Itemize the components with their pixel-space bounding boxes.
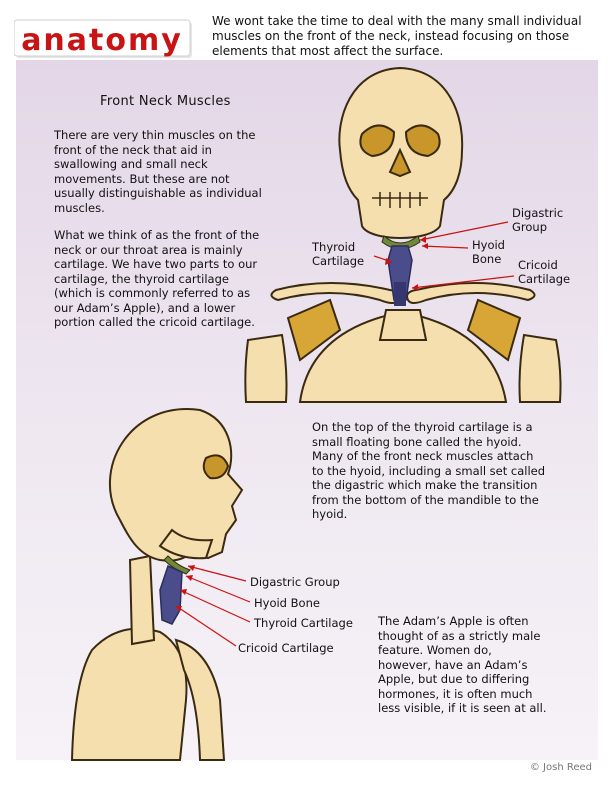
anatomy-logo: anatomy xyxy=(14,19,192,58)
paragraph-cartilage: What we think of as the front of the nec… xyxy=(54,228,260,329)
paragraph-adams-apple: The Adam’s Apple is often thought of as … xyxy=(378,614,547,715)
front-label-thyroid: Thyroid Cartilage xyxy=(312,240,365,268)
intro-text: We wont take the time to deal with the m… xyxy=(212,14,582,58)
side-label-digastric: Digastric Group xyxy=(250,575,340,589)
paragraph-thin-muscles: There are very thin muscles on the front… xyxy=(54,128,262,215)
copyright-credit: © Josh Reed xyxy=(529,762,592,773)
front-label-hyoid: Hyoid Bone xyxy=(472,238,505,266)
side-label-thyroid: Thyroid Cartilage xyxy=(254,616,353,630)
paragraph-hyoid: On the top of the thyroid cartilage is a… xyxy=(312,420,546,521)
side-label-cricoid: Cricoid Cartilage xyxy=(238,641,334,655)
svg-text:anatomy: anatomy xyxy=(21,23,183,58)
section-title: Front Neck Muscles xyxy=(100,94,231,109)
side-label-hyoid: Hyoid Bone xyxy=(254,596,320,610)
front-label-cricoid: Cricoid Cartilage xyxy=(518,258,571,286)
front-label-digastric: Digastric Group xyxy=(512,206,564,234)
